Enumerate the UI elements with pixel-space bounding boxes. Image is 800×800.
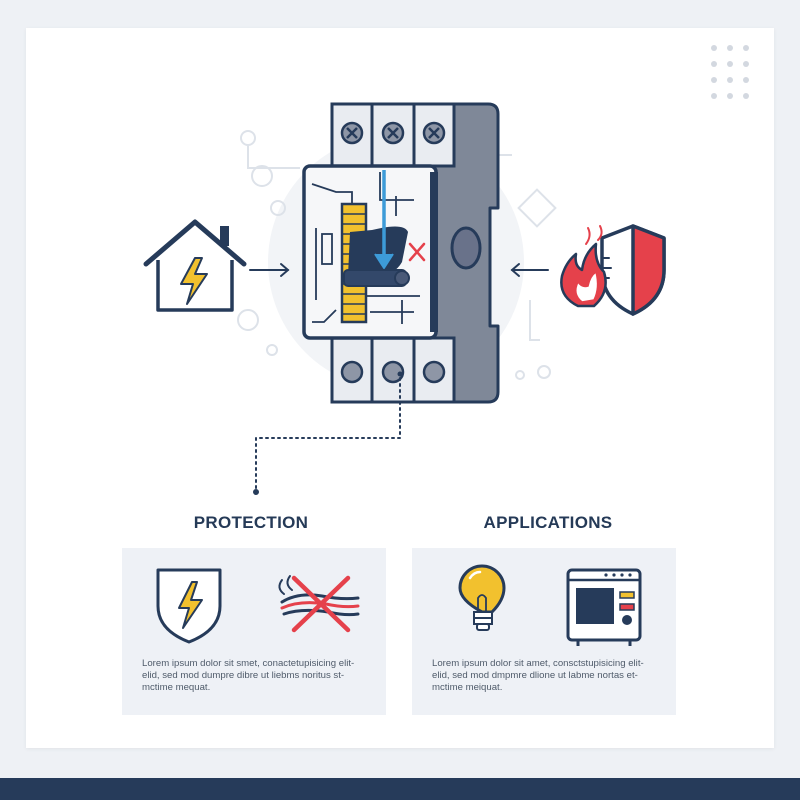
applications-panel: Lorem ipsum dolor sit amet, consctstupis… [412,548,676,715]
protection-panel: Lorem ipsum dolor sit smet, conactetupis… [122,548,386,715]
arrow-left [510,263,549,277]
fire-shield-icon [560,224,666,316]
arrow-right [249,263,290,277]
applications-icons [458,564,642,646]
shield-lightning-icon [156,568,222,644]
applications-description: Lorem ipsum dolor sit amet, consctstupis… [432,658,644,693]
protection-icons [156,568,360,644]
circuit-breaker-icon [302,102,500,404]
oven-icon [566,568,642,646]
protection-heading: PROTECTION [193,513,309,532]
house-lightning-icon [143,219,247,312]
lightbulb-icon [458,564,506,631]
broken-wire-icon [278,575,360,633]
decorative-dots [711,45,749,99]
protection-description: Lorem ipsum dolor sit smet, conactetupis… [142,658,355,693]
applications-heading: APPLICATIONS [483,513,613,532]
footer-bar [0,778,800,800]
dotted-leader-line [253,371,403,495]
